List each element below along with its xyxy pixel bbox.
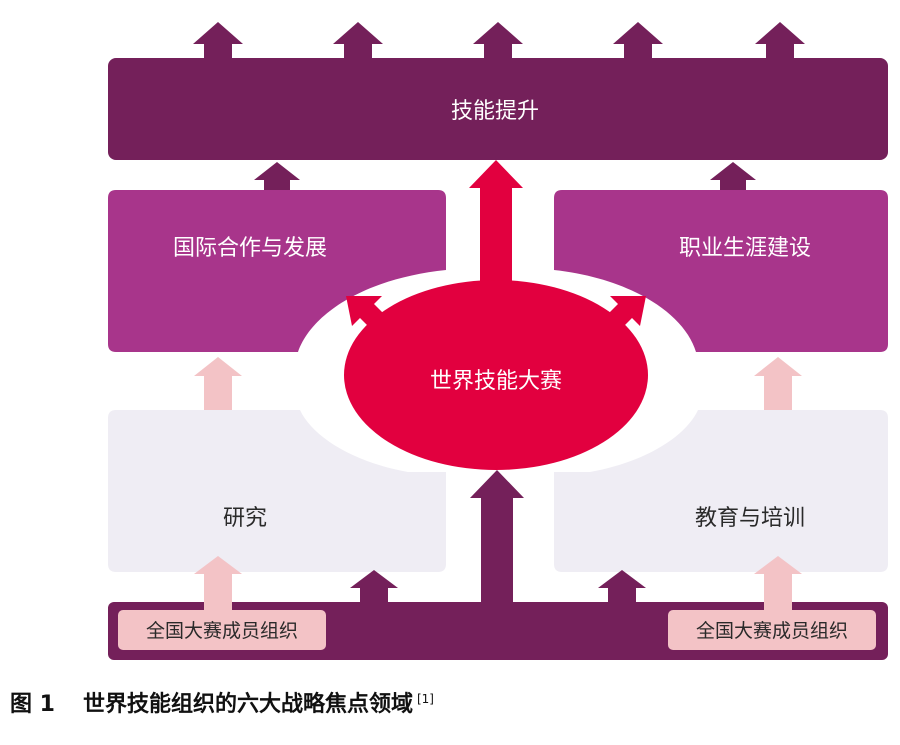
member-org-tag-right-label: 全国大赛成员组织	[696, 620, 848, 642]
arrow-research-to-cooperation	[194, 357, 242, 412]
figure-title: 世界技能组织的六大战略焦点领域	[82, 692, 413, 717]
research-box	[108, 410, 446, 572]
arrow-left-upper-to-top	[254, 162, 300, 192]
arrow-member-left-to-research	[194, 556, 242, 616]
center-arrow-up	[469, 160, 523, 300]
top-arrow-5	[755, 22, 805, 60]
career-building-box	[554, 190, 888, 352]
education-training-box	[554, 410, 888, 572]
figure-caption: 图 1 世界技能组织的六大战略焦点领域[1]	[10, 686, 434, 718]
top-arrow-2	[333, 22, 383, 60]
international-cooperation-box	[108, 190, 446, 352]
member-org-tag-right	[668, 610, 876, 650]
member-org-tag-left-label: 全国大赛成员组织	[146, 620, 298, 642]
top-arrow-1	[193, 22, 243, 60]
worldskills-label: 世界技能大赛	[430, 369, 562, 394]
worldskills-ellipse	[344, 280, 648, 470]
figure-number: 图 1	[10, 692, 55, 717]
top-arrow-3	[473, 22, 523, 60]
education-training-label: 教育与培训	[695, 506, 805, 531]
arrow-right-upper-to-top	[710, 162, 756, 192]
arrow-bar-up-left	[350, 570, 398, 606]
member-org-tag-left	[118, 610, 326, 650]
skill-upgrade-box	[108, 58, 888, 160]
arrow-education-to-career	[754, 357, 802, 412]
top-arrows	[193, 22, 805, 60]
arrow-bar-up-right	[598, 570, 646, 606]
figure-reference: [1]	[416, 691, 434, 706]
skill-upgrade-label: 技能提升	[451, 99, 539, 124]
top-arrow-4	[613, 22, 663, 60]
worldskills-center	[344, 160, 648, 470]
arrow-member-right-to-education	[754, 556, 802, 616]
arrow-bar-up-to-center	[470, 470, 524, 606]
career-building-label: 职业生涯建设	[679, 236, 811, 261]
research-label: 研究	[223, 506, 267, 531]
international-cooperation-label: 国际合作与发展	[173, 236, 327, 261]
